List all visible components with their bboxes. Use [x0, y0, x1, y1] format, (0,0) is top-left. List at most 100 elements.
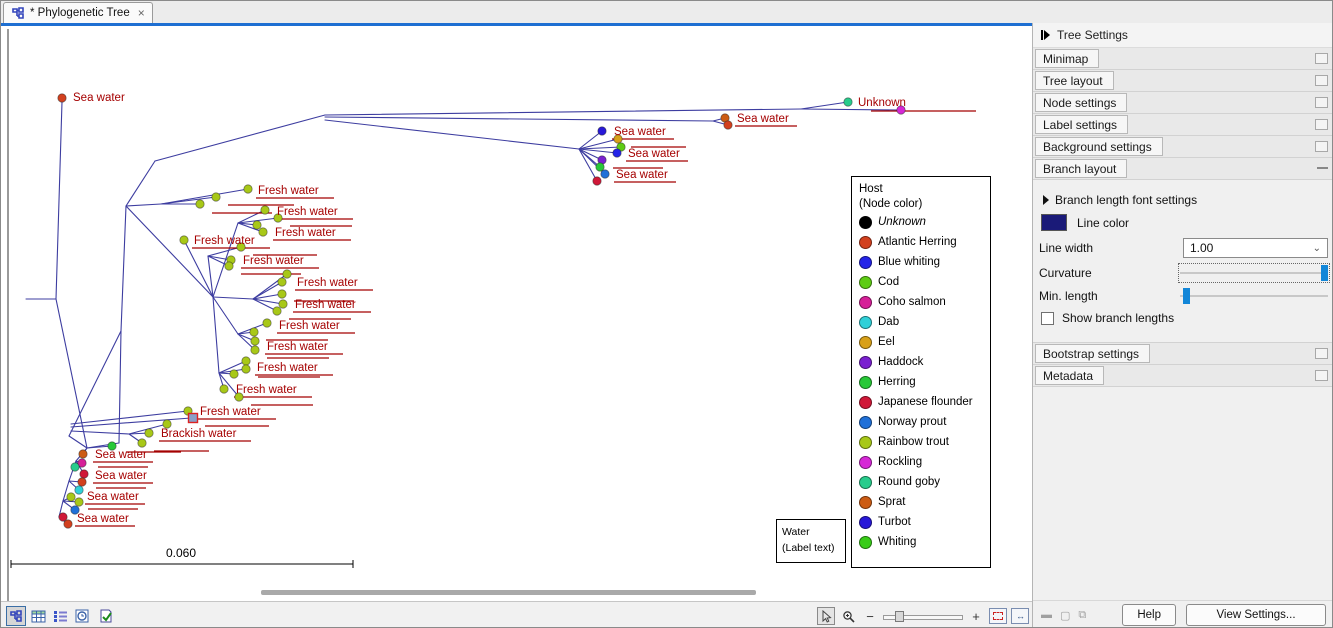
tree-node[interactable]: [843, 97, 853, 107]
tree-node[interactable]: [262, 318, 272, 328]
settings-section-label-settings[interactable]: Label settings: [1033, 114, 1332, 136]
tree-node[interactable]: [63, 519, 73, 529]
tree-node[interactable]: [282, 269, 292, 279]
tree-node[interactable]: [137, 438, 147, 448]
tree-node[interactable]: [79, 469, 89, 479]
zoom-slider[interactable]: [883, 611, 963, 622]
tree-node[interactable]: [70, 462, 80, 472]
tree-node[interactable]: [272, 306, 282, 316]
tree-leaf-label[interactable]: Sea water: [95, 470, 147, 482]
section-label[interactable]: Branch layout: [1035, 159, 1128, 178]
section-label[interactable]: Background settings: [1035, 137, 1163, 156]
tree-node[interactable]: [597, 126, 607, 136]
tree-leaf-label[interactable]: Fresh water: [200, 406, 261, 418]
table-view-button[interactable]: [28, 606, 48, 626]
tree-node[interactable]: [250, 336, 260, 346]
tree-node[interactable]: [77, 458, 87, 468]
tree-node[interactable]: [234, 392, 244, 402]
zoom-slider-handle[interactable]: [895, 611, 904, 622]
open-section-icon[interactable]: [1315, 119, 1328, 130]
tree-leaf-label[interactable]: Unknown: [858, 97, 906, 109]
view-settings-button[interactable]: View Settings...: [1186, 604, 1326, 626]
tree-node[interactable]: [723, 120, 733, 130]
open-section-icon[interactable]: [1315, 75, 1328, 86]
show-branch-lengths-checkbox[interactable]: [1041, 311, 1054, 325]
tree-node[interactable]: [252, 220, 262, 230]
tree-leaf-label[interactable]: Brackish water: [161, 428, 237, 440]
tree-leaf-label[interactable]: Fresh water: [275, 227, 336, 239]
horizontal-scrollbar-thumb[interactable]: [261, 590, 756, 595]
tree-node[interactable]: [273, 213, 283, 223]
tree-leaf-label[interactable]: Fresh water: [258, 185, 319, 197]
curvature-slider-handle[interactable]: [1321, 265, 1328, 281]
tree-node[interactable]: [600, 169, 610, 179]
settings-section-background-settings[interactable]: Background settings: [1033, 136, 1332, 158]
section-label[interactable]: Metadata: [1035, 366, 1105, 385]
tree-node[interactable]: [144, 428, 154, 438]
tree-node[interactable]: [57, 93, 67, 103]
open-section-icon[interactable]: [1315, 348, 1328, 359]
settings-section-node-settings[interactable]: Node settings: [1033, 92, 1332, 114]
settings-section-bootstrap-settings[interactable]: Bootstrap settings: [1033, 343, 1332, 365]
zoom-tool-button[interactable]: [839, 607, 857, 625]
branch-length-font-settings-toggle[interactable]: Branch length font settings: [1039, 193, 1328, 207]
tree-leaf-label[interactable]: Fresh water: [267, 341, 328, 353]
tree-node[interactable]: [58, 512, 68, 522]
tree-node[interactable]: [249, 327, 259, 337]
open-section-icon[interactable]: [1315, 53, 1328, 64]
tree-leaf-label[interactable]: Fresh water: [277, 206, 338, 218]
section-label[interactable]: Minimap: [1035, 49, 1100, 68]
tree-node[interactable]: [243, 184, 253, 194]
tree-node[interactable]: [260, 205, 270, 215]
tab-close-icon[interactable]: ×: [137, 6, 145, 20]
tree-leaf-label[interactable]: Sea water: [616, 169, 668, 181]
tree-node[interactable]: [277, 289, 287, 299]
tree-node[interactable]: [66, 492, 76, 502]
tree-node[interactable]: [179, 235, 189, 245]
tree-leaf-label[interactable]: Sea water: [77, 513, 129, 525]
zoom-in-button[interactable]: +: [972, 608, 980, 624]
tree-node[interactable]: [74, 497, 84, 507]
settings-section-metadata[interactable]: Metadata: [1033, 365, 1332, 387]
tree-node[interactable]: [278, 299, 288, 309]
tree-node[interactable]: [74, 485, 84, 495]
panel-title-bar[interactable]: Tree Settings: [1033, 23, 1332, 48]
line-width-select[interactable]: 1.00 ⌄: [1183, 238, 1328, 258]
settings-section-tree-layout[interactable]: Tree layout: [1033, 70, 1332, 92]
selected-tree-node[interactable]: [187, 412, 199, 424]
tree-node[interactable]: [612, 148, 622, 158]
tree-node[interactable]: [250, 345, 260, 355]
tree-leaf-label[interactable]: Sea water: [628, 148, 680, 160]
tree-node[interactable]: [219, 384, 229, 394]
history-view-button[interactable]: [72, 606, 92, 626]
tree-node[interactable]: [241, 364, 251, 374]
tree-node[interactable]: [211, 192, 221, 202]
tree-node[interactable]: [70, 505, 80, 515]
tree-node[interactable]: [236, 242, 246, 252]
fit-to-selection-button[interactable]: [989, 608, 1007, 624]
tree-node[interactable]: [162, 419, 172, 429]
settings-section-minimap[interactable]: Minimap: [1033, 48, 1332, 70]
line-color-swatch[interactable]: [1041, 214, 1067, 231]
tree-leaf-label[interactable]: Sea water: [737, 113, 789, 125]
section-label[interactable]: Label settings: [1035, 115, 1129, 134]
element-info-button[interactable]: [96, 606, 116, 626]
tree-leaf-label[interactable]: Fresh water: [279, 320, 340, 332]
settings-section-branch-layout[interactable]: Branch layout: [1033, 158, 1332, 180]
open-section-icon[interactable]: [1315, 97, 1328, 108]
tree-node[interactable]: [195, 199, 205, 209]
tree-leaf-label[interactable]: Fresh water: [194, 235, 255, 247]
open-section-icon[interactable]: [1315, 141, 1328, 152]
tree-node[interactable]: [107, 441, 117, 451]
tree-view-button[interactable]: [6, 606, 26, 626]
tree-node[interactable]: [229, 369, 239, 379]
curvature-slider[interactable]: [1178, 263, 1330, 283]
tree-node[interactable]: [896, 105, 906, 115]
tree-leaf-label[interactable]: Fresh water: [297, 277, 358, 289]
section-label[interactable]: Tree layout: [1035, 71, 1114, 90]
panel-collapse-icon[interactable]: [1041, 30, 1050, 40]
collapse-section-icon[interactable]: [1317, 163, 1328, 172]
tree-node[interactable]: [77, 477, 87, 487]
tree-node[interactable]: [241, 356, 251, 366]
